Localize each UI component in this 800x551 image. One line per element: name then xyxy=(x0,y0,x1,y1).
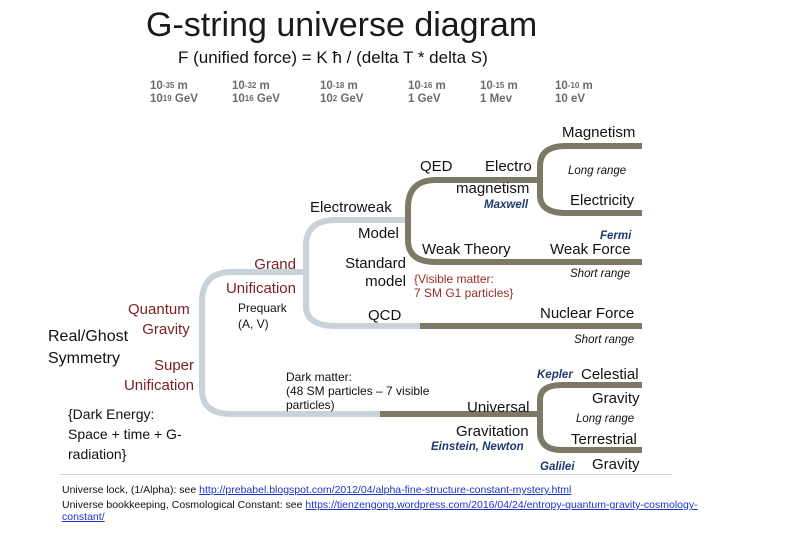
note-short-range-weak: Short range xyxy=(570,268,631,280)
note-long-range-gravity: Long range xyxy=(576,413,635,425)
scale-10ev: 10-10 m 10 eV xyxy=(555,80,593,105)
node-weak-theory: Weak Theory xyxy=(422,241,511,258)
baseline-divider xyxy=(60,474,672,475)
node-electro: Electro xyxy=(485,158,532,175)
footer-line-bookkeeping-cont: constant/ xyxy=(62,511,105,523)
formula: F (unified force) = K ħ / (delta T * del… xyxy=(178,48,488,67)
node-celestial: Celestial xyxy=(581,366,639,383)
branches-dark xyxy=(380,143,642,453)
link-cosmological-constant-cont[interactable]: constant/ xyxy=(62,511,105,523)
node-gravity-celestial: Gravity xyxy=(592,390,640,407)
note-dark-energy: {Dark Energy:Space + time + G-radiation} xyxy=(68,406,182,462)
node-weak-force: Weak Force xyxy=(550,241,631,258)
branch-magnetism xyxy=(537,143,642,180)
branch-super xyxy=(199,336,380,417)
branches-light xyxy=(199,217,420,417)
node-gravity-terrestrial: Gravity xyxy=(592,456,640,473)
note-kepler: Kepler xyxy=(537,369,573,381)
node-universal: Universal xyxy=(467,399,530,416)
branch-electricity xyxy=(537,180,642,216)
branch-electroweak xyxy=(303,217,408,272)
note-maxwell: Maxwell xyxy=(484,199,529,211)
node-qcd: QCD xyxy=(368,307,402,324)
note-dark-matter: Dark matter:(48 SM particles – 7 visible… xyxy=(286,370,430,412)
branch-celestial xyxy=(537,382,642,414)
node-gravitation: Gravitation xyxy=(456,423,529,440)
link-alpha-constant[interactable]: http://prebabel.blogspot.com/2012/04/alp… xyxy=(199,484,572,496)
note-short-range-nuclear: Short range xyxy=(574,334,635,346)
branch-qed xyxy=(405,177,540,220)
node-magnetism: Magnetism xyxy=(562,124,636,141)
note-galilei: Galilei xyxy=(540,461,575,473)
branch-weak xyxy=(405,220,642,265)
scale-planck: 10-35 m 1019 GeV xyxy=(150,80,198,105)
note-visible-matter: {Visible matter:7 SM G1 particles} xyxy=(414,272,514,300)
branch-trunk xyxy=(199,269,306,336)
node-terrestrial: Terrestrial xyxy=(571,431,637,448)
node-magnetism-em: magnetism xyxy=(456,180,530,197)
node-prequark: Prequark(A, V) xyxy=(238,301,287,331)
scale-gut: 10-32 m 1016 GeV xyxy=(232,80,280,105)
node-model: Model xyxy=(358,225,399,242)
note-einstein-newton: Einstein, Newton xyxy=(431,441,524,453)
scale-electroweak: 10-18 m 102 GeV xyxy=(320,80,364,105)
branch-qcd xyxy=(303,272,420,329)
branch-terrestrial xyxy=(537,414,642,453)
page-title: G-string universe diagram xyxy=(146,6,538,44)
node-electricity: Electricity xyxy=(570,192,635,209)
link-cosmological-constant[interactable]: https://tienzengong.wordpress.com/2016/0… xyxy=(305,499,698,511)
footer-line-universe-lock: Universe lock, (1/Alpha): see http://pre… xyxy=(62,484,572,496)
node-nuclear-force: Nuclear Force xyxy=(540,305,635,322)
scale-1gev: 10-16 m 1 GeV xyxy=(408,80,446,105)
note-fermi: Fermi xyxy=(600,230,632,242)
scale-1mev: 10-15 m 1 Mev xyxy=(480,80,518,105)
footer-line-bookkeeping: Universe bookkeeping, Cosmological Const… xyxy=(62,499,698,511)
note-long-range-em: Long range xyxy=(568,165,627,177)
node-qed: QED xyxy=(420,158,453,175)
node-electroweak: Electroweak xyxy=(310,199,392,216)
